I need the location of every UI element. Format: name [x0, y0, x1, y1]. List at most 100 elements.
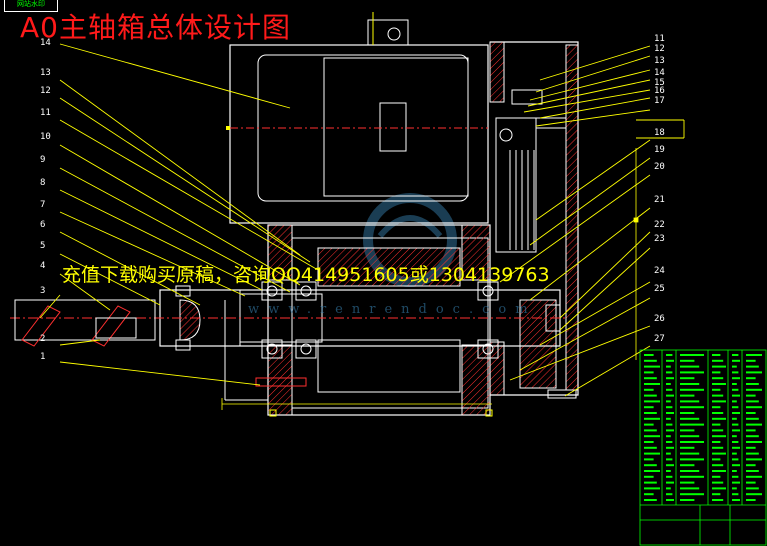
left-part-label: 4 [40, 261, 46, 271]
title-block-cell [712, 446, 724, 449]
title-block-cell [732, 394, 740, 397]
title-block-cell [680, 487, 700, 490]
title-block-cell [666, 464, 674, 467]
motor [226, 12, 489, 224]
title-block-cell [666, 400, 671, 403]
title-block-cell [644, 475, 654, 478]
right-part-label: 23 [654, 234, 665, 244]
title-block-cell [746, 394, 756, 397]
title-block-cell [644, 400, 660, 403]
left-part-label: 10 [40, 132, 51, 142]
drawing-title: A0主轴箱总体设计图 [20, 11, 291, 44]
title-block-cell [746, 417, 759, 420]
title-block-cell [746, 452, 759, 455]
watermark-url: www.renrendoc.com [248, 302, 537, 317]
title-block-cell [732, 388, 739, 391]
title-block-cell [732, 417, 737, 420]
title-block-cell [746, 458, 762, 461]
title-block-cell [644, 446, 657, 449]
title-block-cell [666, 441, 673, 443]
bearings [261, 281, 499, 359]
title-block-cell [680, 417, 700, 420]
title-block-cell [680, 354, 704, 356]
right-part-label: 27 [654, 334, 665, 344]
title-block-cell [746, 435, 759, 438]
title-block-cell [712, 458, 721, 461]
title-block-cell [746, 470, 759, 472]
title-block-cell [746, 475, 762, 478]
left-part-label: 6 [40, 220, 46, 230]
title-block-cell [680, 359, 695, 362]
title-block-cell [680, 365, 700, 368]
title-block-cell [732, 423, 739, 426]
right-part-label: 22 [654, 220, 665, 230]
title-block-cell [644, 487, 660, 490]
left-part-label: 13 [40, 68, 51, 78]
title-block-cell [732, 435, 737, 438]
title-block-cell [746, 406, 762, 409]
title-block-cell [666, 499, 674, 501]
title-block-cell [746, 446, 756, 449]
spindle-box [224, 224, 499, 417]
title-block-cell [732, 470, 737, 472]
title-block-cell [712, 464, 724, 467]
left-part-label: 14 [40, 38, 51, 48]
title-block-cell [644, 464, 657, 467]
title-block-cell [732, 441, 739, 443]
title-block-cell [732, 371, 739, 374]
title-block-cell [712, 423, 721, 426]
right-part-label: 25 [654, 284, 665, 294]
right-part-label: 13 [654, 56, 665, 66]
title-block-cell [680, 452, 700, 455]
title-block-cell [644, 458, 654, 461]
title-block-cell [666, 359, 674, 362]
title-block-cell [644, 354, 654, 356]
title-block-cell [732, 475, 739, 478]
left-part-label: 2 [40, 334, 46, 344]
title-block-cell [732, 412, 740, 414]
title-block-cell [666, 446, 674, 449]
promo-banner: 充值下载购买原稿，咨询QQ414951605或1304139763 [62, 264, 550, 286]
title-block-cell [666, 383, 671, 385]
title-block-cell [644, 377, 657, 380]
title-block-cell [732, 464, 740, 467]
title-block-cell [666, 365, 671, 368]
title-block-cell [746, 423, 762, 426]
left-part-label: 12 [40, 86, 51, 96]
title-block-cell [644, 412, 657, 414]
title-block-cell [746, 464, 756, 467]
title-block-cell [712, 435, 726, 438]
title-block-cell [644, 394, 657, 397]
left-part-label: 8 [40, 178, 46, 188]
title-block-cell [732, 481, 740, 484]
title-block-cell [680, 458, 704, 461]
title-block-cell [712, 441, 721, 443]
title-block-cell [732, 359, 740, 362]
title-block-cell [644, 499, 657, 501]
title-block-cell [680, 429, 695, 432]
right-part-label: 19 [654, 145, 665, 155]
title-block-cell [712, 481, 724, 484]
title-block-cell [680, 499, 695, 501]
title-block-cell [680, 394, 695, 397]
title-block-cell [680, 464, 695, 467]
title-block-cell [644, 441, 654, 443]
title-block-cell [666, 458, 673, 461]
title-block-cell [732, 499, 740, 501]
title-block-cell [680, 388, 704, 391]
title-block-cell [644, 417, 660, 420]
title-block-cell [732, 446, 740, 449]
belt-grooves [509, 150, 535, 250]
title-block-cell [644, 383, 660, 385]
title-block-cell [666, 371, 673, 374]
title-block-cell [712, 429, 724, 432]
title-block-cell [746, 493, 762, 496]
title-block-cell [644, 435, 660, 438]
right-part-label: 11 [654, 34, 665, 44]
title-block-cell [680, 470, 700, 472]
title-block-cell [644, 470, 660, 472]
cutting-tools [14, 299, 156, 347]
title-block-cell [732, 429, 740, 432]
title-block-cell [644, 371, 654, 374]
title-block [639, 349, 767, 546]
